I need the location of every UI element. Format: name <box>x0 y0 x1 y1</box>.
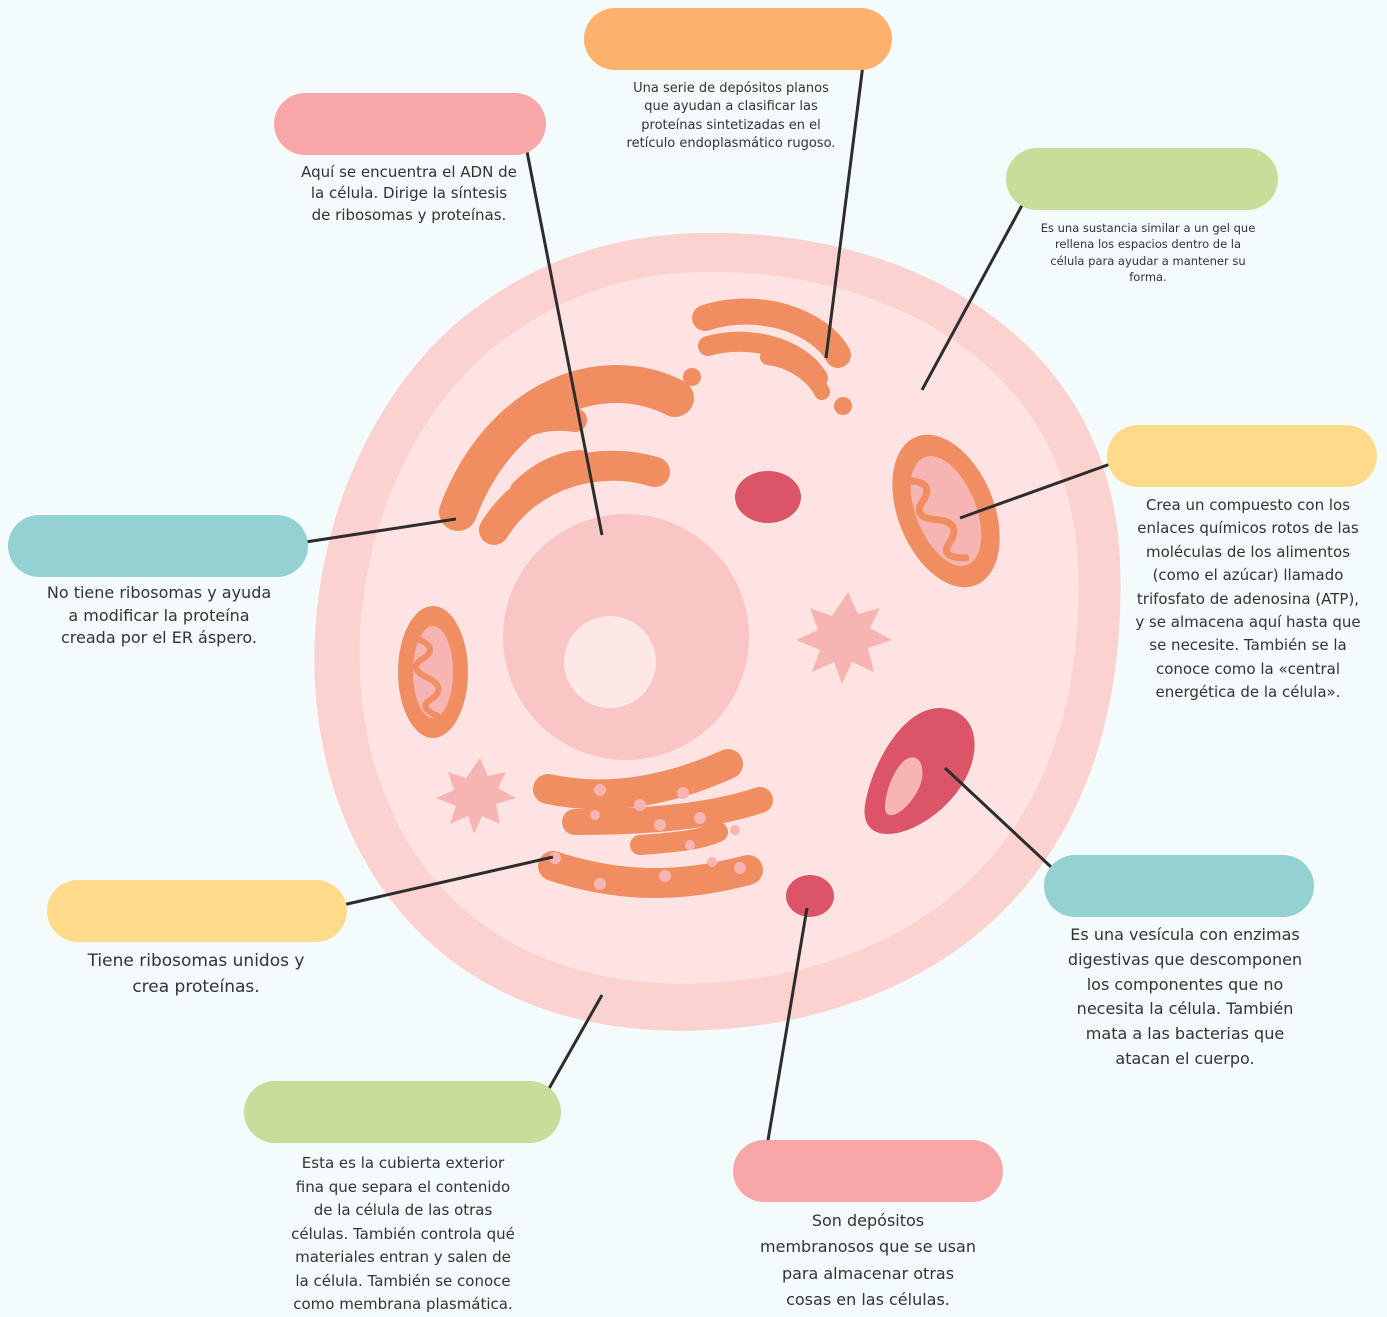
nucleus-description: Aquí se encuentra el ADN de la célula. D… <box>275 162 543 226</box>
lysosome-description-line: los componentes que no <box>1040 973 1330 998</box>
lysosome-description-line: atacan el cuerpo. <box>1040 1047 1330 1072</box>
smooth-er-description-line: creada por el ER áspero. <box>14 627 304 650</box>
rough-er-description-line: crea proteínas. <box>50 974 342 1000</box>
lysosome-description: Es una vesícula con enzimas digestivas q… <box>1040 923 1330 1072</box>
mitochondria-label-pill <box>1107 425 1377 487</box>
cytoplasm-description: Es una sustancia similar a un gel que re… <box>1010 220 1286 285</box>
mitochondria-description-line: Crea un compuesto con los <box>1108 494 1387 517</box>
mitochondria-description-line: energética de la célula». <box>1108 681 1387 704</box>
cell-membrane-description-line: células. También controla qué <box>262 1223 544 1247</box>
smooth-er-label-pill <box>8 515 308 577</box>
mitochondria-description-line: enlaces químicos rotos de las <box>1108 517 1387 540</box>
golgi-description-line: Una serie de depósitos planos <box>596 80 866 98</box>
mitochondria-description-line: (como el azúcar) llamado <box>1108 564 1387 587</box>
cell-membrane-description: Esta es la cubierta exterior fina que se… <box>262 1152 544 1317</box>
cytoplasm-description-line: Es una sustancia similar a un gel que <box>1010 220 1286 236</box>
smooth-er-description: No tiene ribosomas y ayuda a modificar l… <box>14 582 304 650</box>
vacuole-description: Son depósitos membranosos que se usan pa… <box>728 1208 1008 1314</box>
smooth-er-description-line: No tiene ribosomas y ayuda <box>14 582 304 605</box>
mitochondria-description-line: conoce como la «central <box>1108 658 1387 681</box>
cell-membrane-description-line: fina que separa el contenido <box>262 1176 544 1200</box>
vacuole-shape <box>786 875 834 917</box>
vacuole-description-line: para almacenar otras <box>728 1261 1008 1287</box>
golgi-description-line: proteínas sintetizadas en el <box>596 117 866 135</box>
golgi-label-pill <box>584 8 892 70</box>
cell-membrane-description-line: de la célula de las otras <box>262 1199 544 1223</box>
mitochondria-description-line: trifosfato de adenosina (ATP), <box>1108 588 1387 611</box>
golgi-description-line: que ayudan a clasificar las <box>596 98 866 116</box>
nucleus-label-pill <box>274 93 546 155</box>
vesicle-shape <box>735 471 801 523</box>
lysosome-label-pill <box>1044 855 1314 917</box>
mitochondrion-left-shape <box>398 606 468 738</box>
vacuole-description-line: cosas en las células. <box>728 1287 1008 1313</box>
smooth-er-description-line: a modificar la proteína <box>14 605 304 628</box>
cytoplasm-description-line: rellena los espacios dentro de la <box>1010 236 1286 252</box>
cell-membrane-description-line: como membrana plasmática. <box>262 1293 544 1317</box>
nucleus-description-line: la célula. Dirige la síntesis <box>275 183 543 204</box>
vacuole-label-pill <box>733 1140 1003 1202</box>
cytoplasm-description-line: célula para ayudar a mantener su <box>1010 253 1286 269</box>
cell-membrane-label-pill <box>244 1081 561 1143</box>
vacuole-description-line: Son depósitos <box>728 1208 1008 1234</box>
nucleus-description-line: de ribosomas y proteínas. <box>275 205 543 226</box>
cytoplasm-description-line: forma. <box>1010 269 1286 285</box>
lysosome-description-line: Es una vesícula con enzimas <box>1040 923 1330 948</box>
golgi-description: Una serie de depósitos planos que ayudan… <box>596 80 866 154</box>
cell-membrane-description-line: Esta es la cubierta exterior <box>262 1152 544 1176</box>
rough-er-description: Tiene ribosomas unidos y crea proteínas. <box>50 948 342 1001</box>
lysosome-description-line: digestivas que descomponen <box>1040 948 1330 973</box>
mitochondria-description-line: y se almacena aquí hasta que <box>1108 611 1387 634</box>
nucleus-description-line: Aquí se encuentra el ADN de <box>275 162 543 183</box>
cell-membrane-description-line: la célula. También se conoce <box>262 1270 544 1294</box>
mitochondria-description-line: moléculas de los alimentos <box>1108 541 1387 564</box>
cell-membrane-description-line: materiales entran y salen de <box>262 1246 544 1270</box>
mitochondria-description: Crea un compuesto con los enlaces químic… <box>1108 494 1387 705</box>
lysosome-description-line: necesita la célula. También <box>1040 997 1330 1022</box>
vacuole-description-line: membranosos que se usan <box>728 1234 1008 1260</box>
nucleolus-shape <box>564 616 656 708</box>
golgi-description-line: retículo endoplasmático rugoso. <box>596 135 866 153</box>
rough-er-description-line: Tiene ribosomas unidos y <box>50 948 342 974</box>
lysosome-description-line: mata a las bacterias que <box>1040 1022 1330 1047</box>
mitochondria-description-line: se necesite. También se la <box>1108 634 1387 657</box>
rough-er-label-pill <box>47 880 347 942</box>
cytoplasm-label-pill <box>1006 148 1278 210</box>
